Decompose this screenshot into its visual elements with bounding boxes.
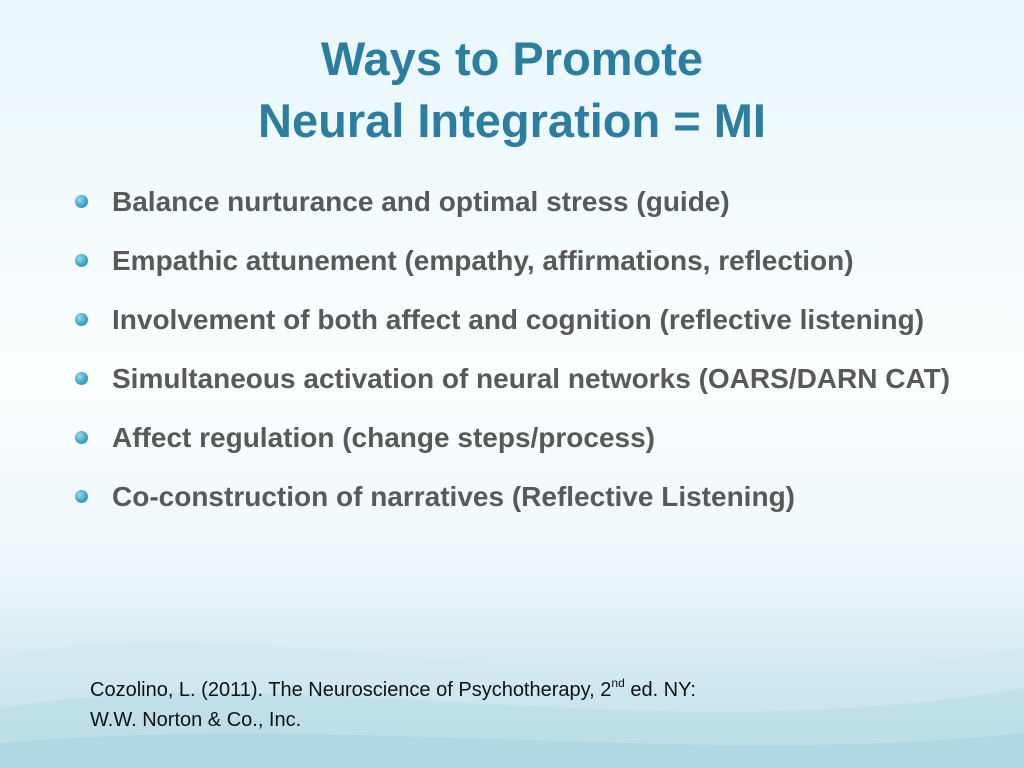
bullet-text: Co-construction of narratives (Reflectiv…: [112, 481, 795, 512]
bullet-dot-icon: [75, 372, 88, 385]
bullet-item: Involvement of both affect and cognition…: [72, 302, 972, 338]
bullet-item: Balance nurturance and optimal stress (g…: [72, 184, 972, 220]
citation: Cozolino, L. (2011). The Neuroscience of…: [90, 675, 696, 735]
bullet-item: Simultaneous activation of neural networ…: [72, 361, 972, 397]
citation-text-part2: ed. NY:: [624, 679, 696, 701]
citation-line-2: W.W. Norton & Co., Inc.: [90, 709, 302, 731]
bullet-dot-icon: [75, 195, 88, 208]
bullet-item: Affect regulation (change steps/process): [72, 420, 972, 456]
bullet-dot-icon: [75, 490, 88, 503]
bullet-text: Simultaneous activation of neural networ…: [112, 363, 951, 394]
bullet-text: Affect regulation (change steps/process): [112, 422, 656, 453]
title-line-2: Neural Integration = MI: [258, 94, 766, 147]
bullet-text: Empathic attunement (empathy, affirmatio…: [112, 245, 854, 276]
bullet-text: Involvement of both affect and cognition…: [112, 304, 925, 335]
bullet-list: Balance nurturance and optimal stress (g…: [72, 184, 972, 538]
bullet-item: Empathic attunement (empathy, affirmatio…: [72, 243, 972, 279]
bullet-dot-icon: [75, 313, 88, 326]
title-line-1: Ways to Promote: [320, 32, 704, 85]
bullet-dot-icon: [75, 254, 88, 267]
citation-line-1: Cozolino, L. (2011). The Neuroscience of…: [90, 675, 696, 705]
citation-text-part1: Cozolino, L. (2011). The Neuroscience of…: [90, 679, 612, 701]
citation-superscript: nd: [611, 676, 625, 690]
bullet-text: Balance nurturance and optimal stress (g…: [112, 186, 730, 217]
bullet-item: Co-construction of narratives (Reflectiv…: [72, 479, 972, 515]
bullet-dot-icon: [75, 431, 88, 444]
slide-title: Ways to Promote Neural Integration = MI: [0, 28, 1024, 152]
